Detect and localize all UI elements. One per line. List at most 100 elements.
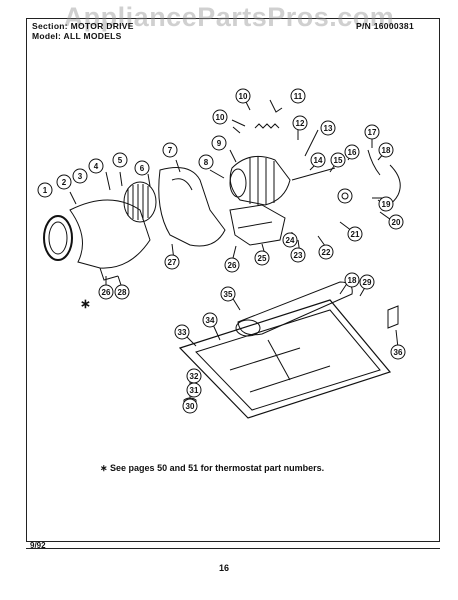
callout-balloon [292, 115, 308, 131]
callout-number: 23 [294, 251, 303, 260]
callout-number: 28 [118, 288, 127, 297]
model-header: Model: ALL MODELS [32, 31, 122, 41]
blower-front-ring [43, 215, 73, 261]
callout-balloon [212, 109, 228, 125]
callout-number: 1 [43, 186, 48, 195]
callout-number: 5 [118, 156, 123, 165]
callout-number: 20 [392, 218, 401, 227]
callout-number: 32 [190, 372, 199, 381]
callout-number: 25 [258, 254, 267, 263]
callout-balloon [211, 135, 227, 151]
callout-number: 10 [216, 113, 225, 122]
duct-housing [158, 167, 226, 247]
callout-balloon [37, 182, 53, 198]
callout-number: 16 [348, 148, 357, 157]
model-label: Model: [32, 31, 62, 41]
section-label: Section: [32, 21, 68, 31]
page-frame [26, 18, 440, 542]
callout-number: 19 [382, 200, 391, 209]
callout-balloon [88, 158, 104, 174]
blower-housing [69, 199, 151, 269]
callout-balloon [162, 142, 178, 158]
callout-number: 6 [140, 164, 145, 173]
callout-number: 8 [204, 158, 209, 167]
callout-balloon [198, 154, 214, 170]
callout-balloon [320, 120, 336, 136]
callout-balloon [290, 247, 306, 263]
callout-number: 35 [224, 290, 233, 299]
callout-balloon [202, 312, 218, 328]
idler-shaft [291, 167, 336, 181]
callout-number: 31 [190, 386, 199, 395]
callout-balloon [282, 232, 298, 248]
callout-number: 29 [363, 278, 372, 287]
drive-belt [367, 149, 401, 205]
callout-balloon [344, 144, 360, 160]
callout-number: 13 [324, 124, 333, 133]
model-value: ALL MODELS [63, 31, 122, 41]
asterisk-marker: ∗ [80, 296, 91, 311]
door-switch [387, 305, 399, 329]
callout-number: 10 [239, 92, 248, 101]
blower-wheel [123, 181, 157, 223]
callout-number: 2 [62, 178, 67, 187]
motor-bracket [229, 204, 286, 246]
callout-number: 24 [286, 236, 295, 245]
callout-number: 3 [78, 172, 83, 181]
idler-pulley [337, 188, 353, 204]
callout-number: 17 [368, 128, 377, 137]
idler-spring [254, 123, 280, 129]
callout-number: 11 [294, 92, 303, 101]
pn-label: P/N [356, 21, 372, 31]
callout-balloon [388, 214, 404, 230]
base-plate [178, 299, 392, 419]
callout-balloon [224, 257, 240, 273]
callout-number: 14 [314, 156, 323, 165]
callout-number: 26 [102, 288, 111, 297]
callout-balloon [98, 284, 114, 300]
callout-number: 4 [94, 162, 99, 171]
callout-number: 30 [186, 402, 195, 411]
callout-balloon [390, 344, 406, 360]
callout-balloon [254, 250, 270, 266]
callout-number: 33 [178, 328, 187, 337]
callout-balloon [186, 368, 202, 384]
callout-number: 26 [228, 261, 237, 270]
callout-number: 18 [382, 146, 391, 155]
callout-number: 27 [168, 258, 177, 267]
thermostat-note: ∗ See pages 50 and 51 for thermostat par… [100, 463, 325, 473]
callout-balloon [112, 152, 128, 168]
section-header: Section: MOTOR DRIVE [32, 21, 134, 31]
callout-balloon [220, 286, 236, 302]
callout-balloon [310, 152, 326, 168]
callout-balloon [174, 324, 190, 340]
callout-number: 36 [394, 348, 403, 357]
callout-balloon [235, 88, 251, 104]
callout-balloon [182, 398, 198, 414]
callout-number: 22 [322, 248, 331, 257]
callout-balloon [114, 284, 130, 300]
drive-motor [229, 155, 291, 206]
callout-balloon [378, 142, 394, 158]
dryer-drum [235, 281, 353, 337]
pn-value: 16000381 [373, 21, 414, 31]
callout-balloon [344, 272, 360, 288]
callout-number: 7 [168, 146, 173, 155]
callout-balloon [364, 124, 380, 140]
callout-number: 21 [351, 230, 360, 239]
callout-balloon [290, 88, 306, 104]
watermark: AppliancePartsPros.com [63, 2, 395, 32]
callout-number: 9 [217, 139, 222, 148]
callout-number: 12 [296, 119, 305, 128]
callout-balloon [330, 152, 346, 168]
callout-balloon [164, 254, 180, 270]
part-number-header: P/N 16000381 [356, 21, 414, 31]
callout-balloon [318, 244, 334, 260]
section-value: MOTOR DRIVE [70, 21, 134, 31]
callout-balloon [378, 196, 394, 212]
footer-rule [26, 548, 440, 549]
callout-number: 15 [334, 156, 343, 165]
revision-date: 9/92 [30, 541, 46, 550]
